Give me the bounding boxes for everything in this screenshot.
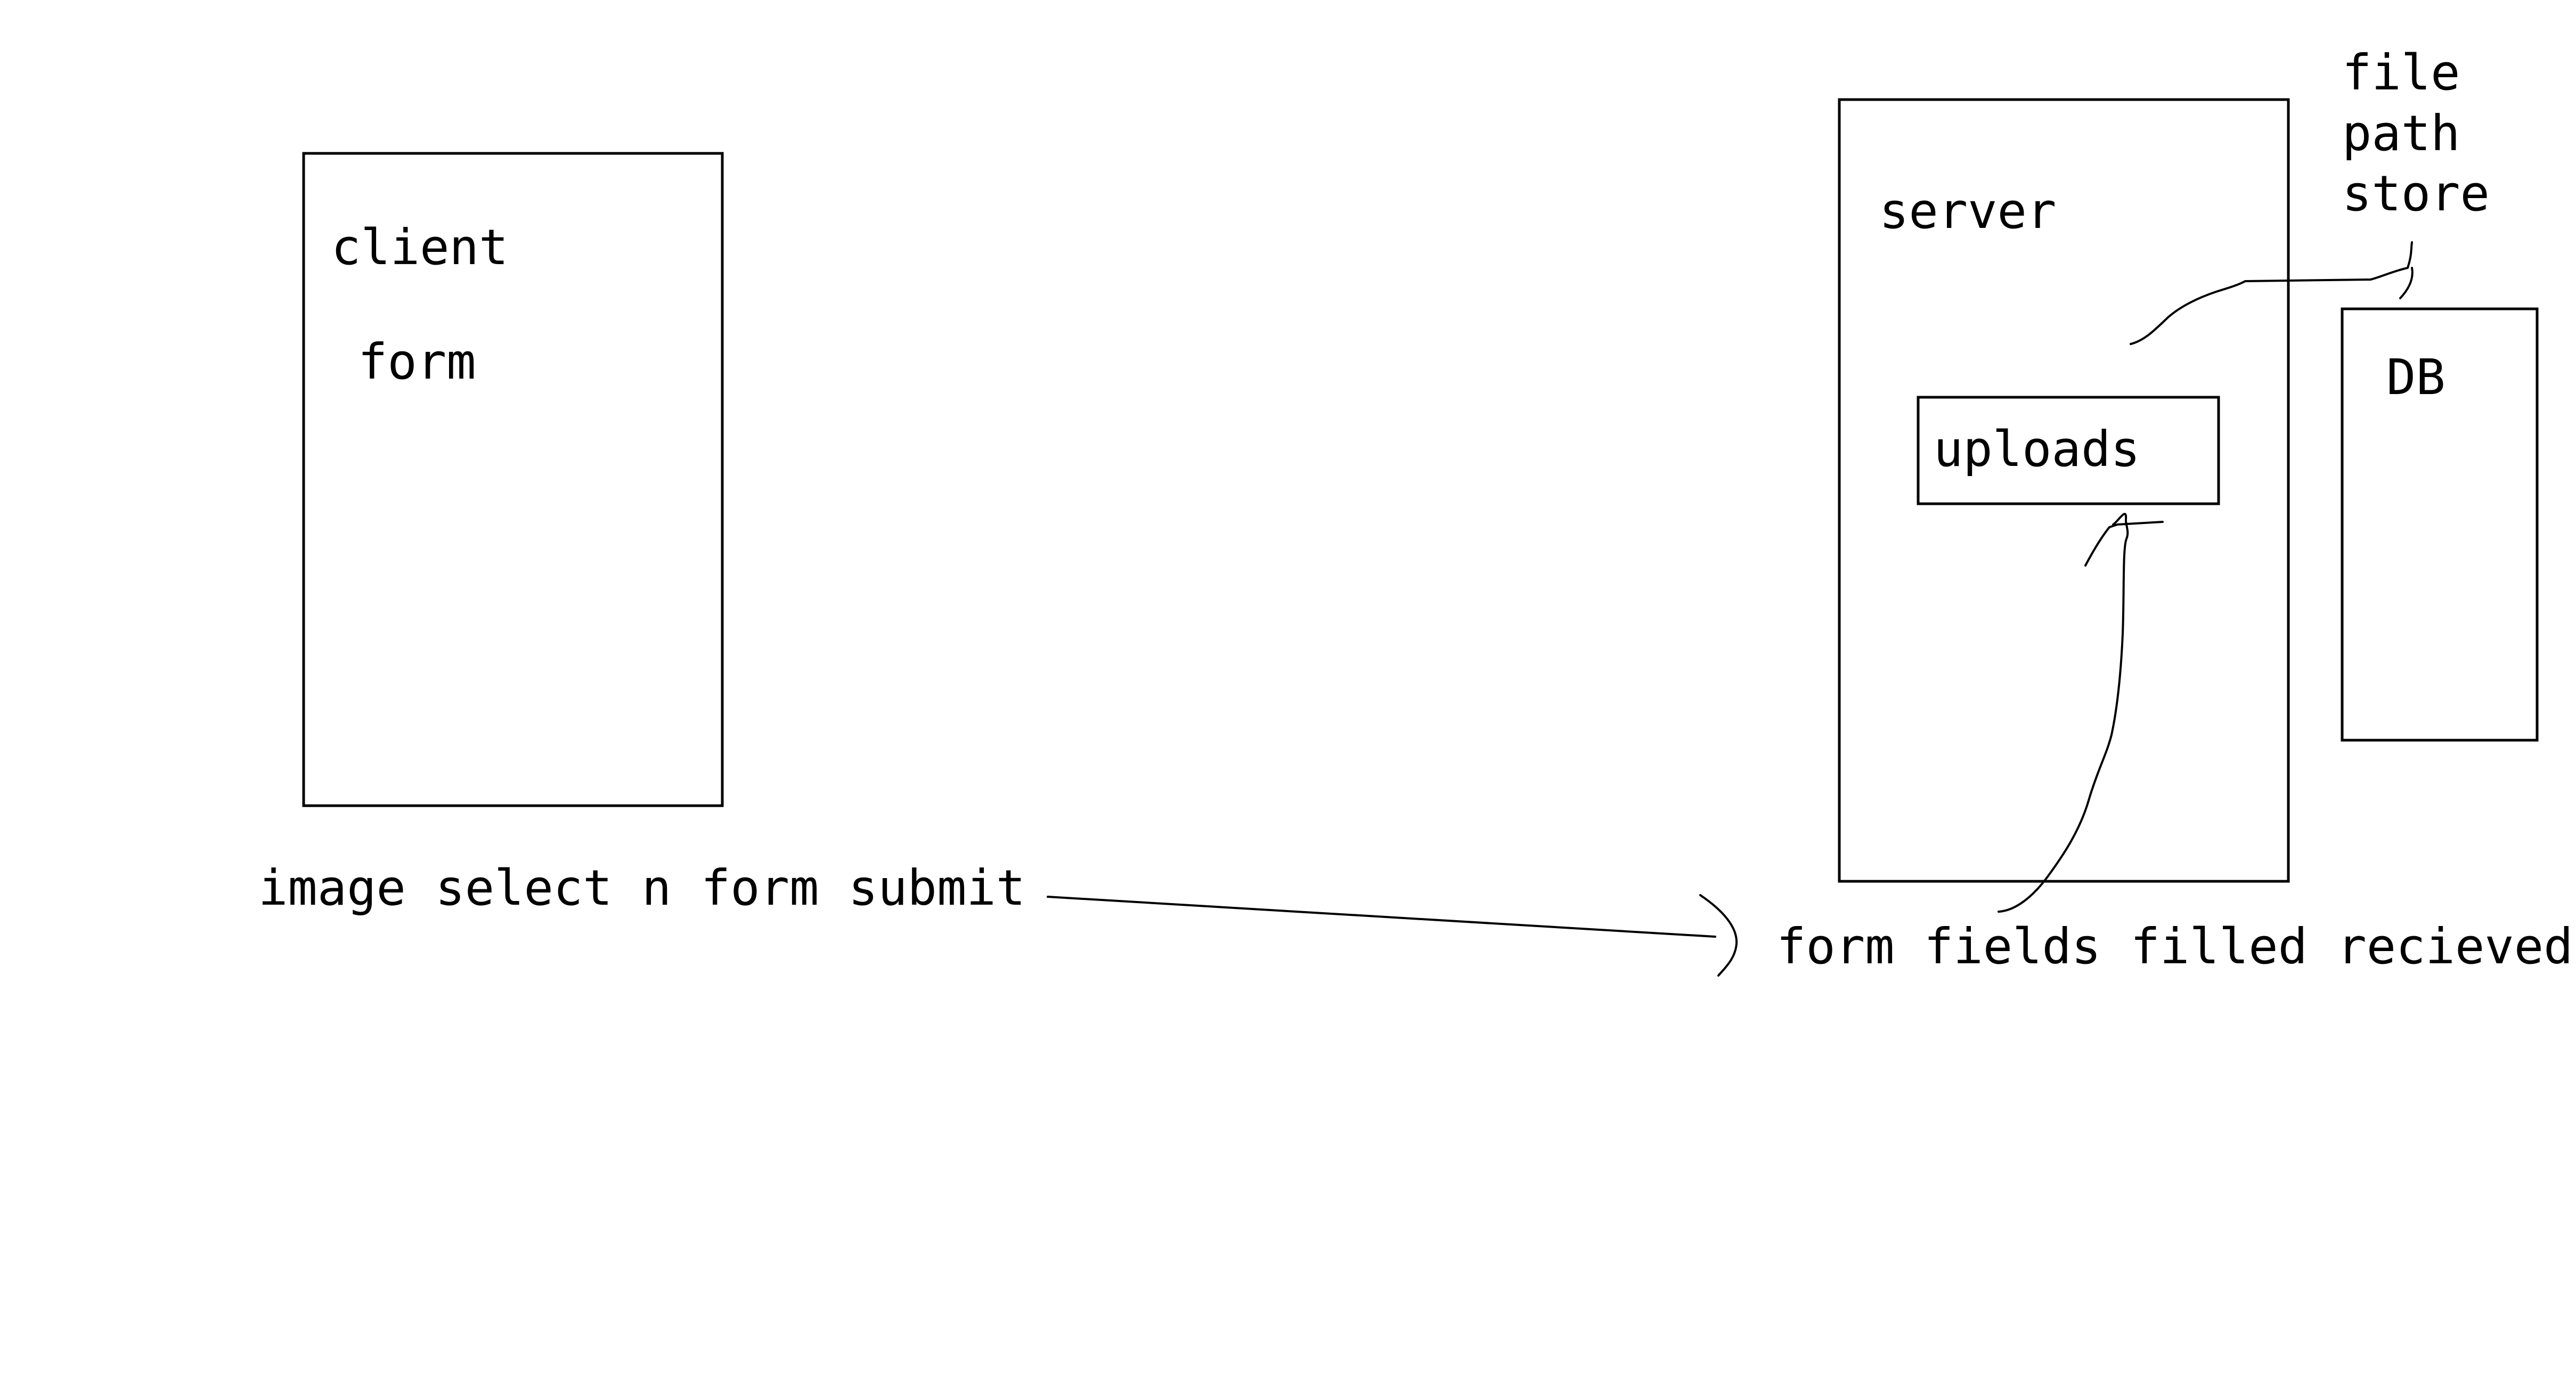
client-node: client form xyxy=(302,152,724,807)
form-label: form xyxy=(358,333,476,390)
received-edge xyxy=(1998,513,2164,913)
db-box xyxy=(2341,307,2539,742)
store-label-line-2: path xyxy=(2342,105,2460,162)
store-arrow-head xyxy=(2369,241,2414,299)
server-node: server uploads xyxy=(1838,98,2290,883)
received-arrow-line xyxy=(1998,513,2129,913)
submit-label: image select n form submit xyxy=(258,859,1025,916)
store-label-line-1: file xyxy=(2342,44,2460,101)
uploads-node: uploads xyxy=(1917,396,2220,505)
server-box xyxy=(1838,98,2290,883)
uploads-box xyxy=(1917,396,2220,505)
client-label: client xyxy=(331,219,508,276)
client-box xyxy=(302,152,724,807)
submit-arrow-head xyxy=(1699,894,1738,977)
db-label: DB xyxy=(2386,349,2445,406)
uploads-label: uploads xyxy=(1934,421,2140,478)
received-arrow-head xyxy=(2084,521,2164,567)
store-edge: file path store xyxy=(2130,44,2490,345)
store-label-line-3: store xyxy=(2342,165,2490,222)
server-label: server xyxy=(1879,183,2056,240)
submit-arrow-line xyxy=(1047,896,1716,938)
store-arrow-line xyxy=(2130,279,2371,345)
db-node: DB xyxy=(2341,307,2539,742)
received-label: form fields filled recieved xyxy=(1776,918,2573,975)
submit-edge: image select n form submit xyxy=(258,859,1738,977)
